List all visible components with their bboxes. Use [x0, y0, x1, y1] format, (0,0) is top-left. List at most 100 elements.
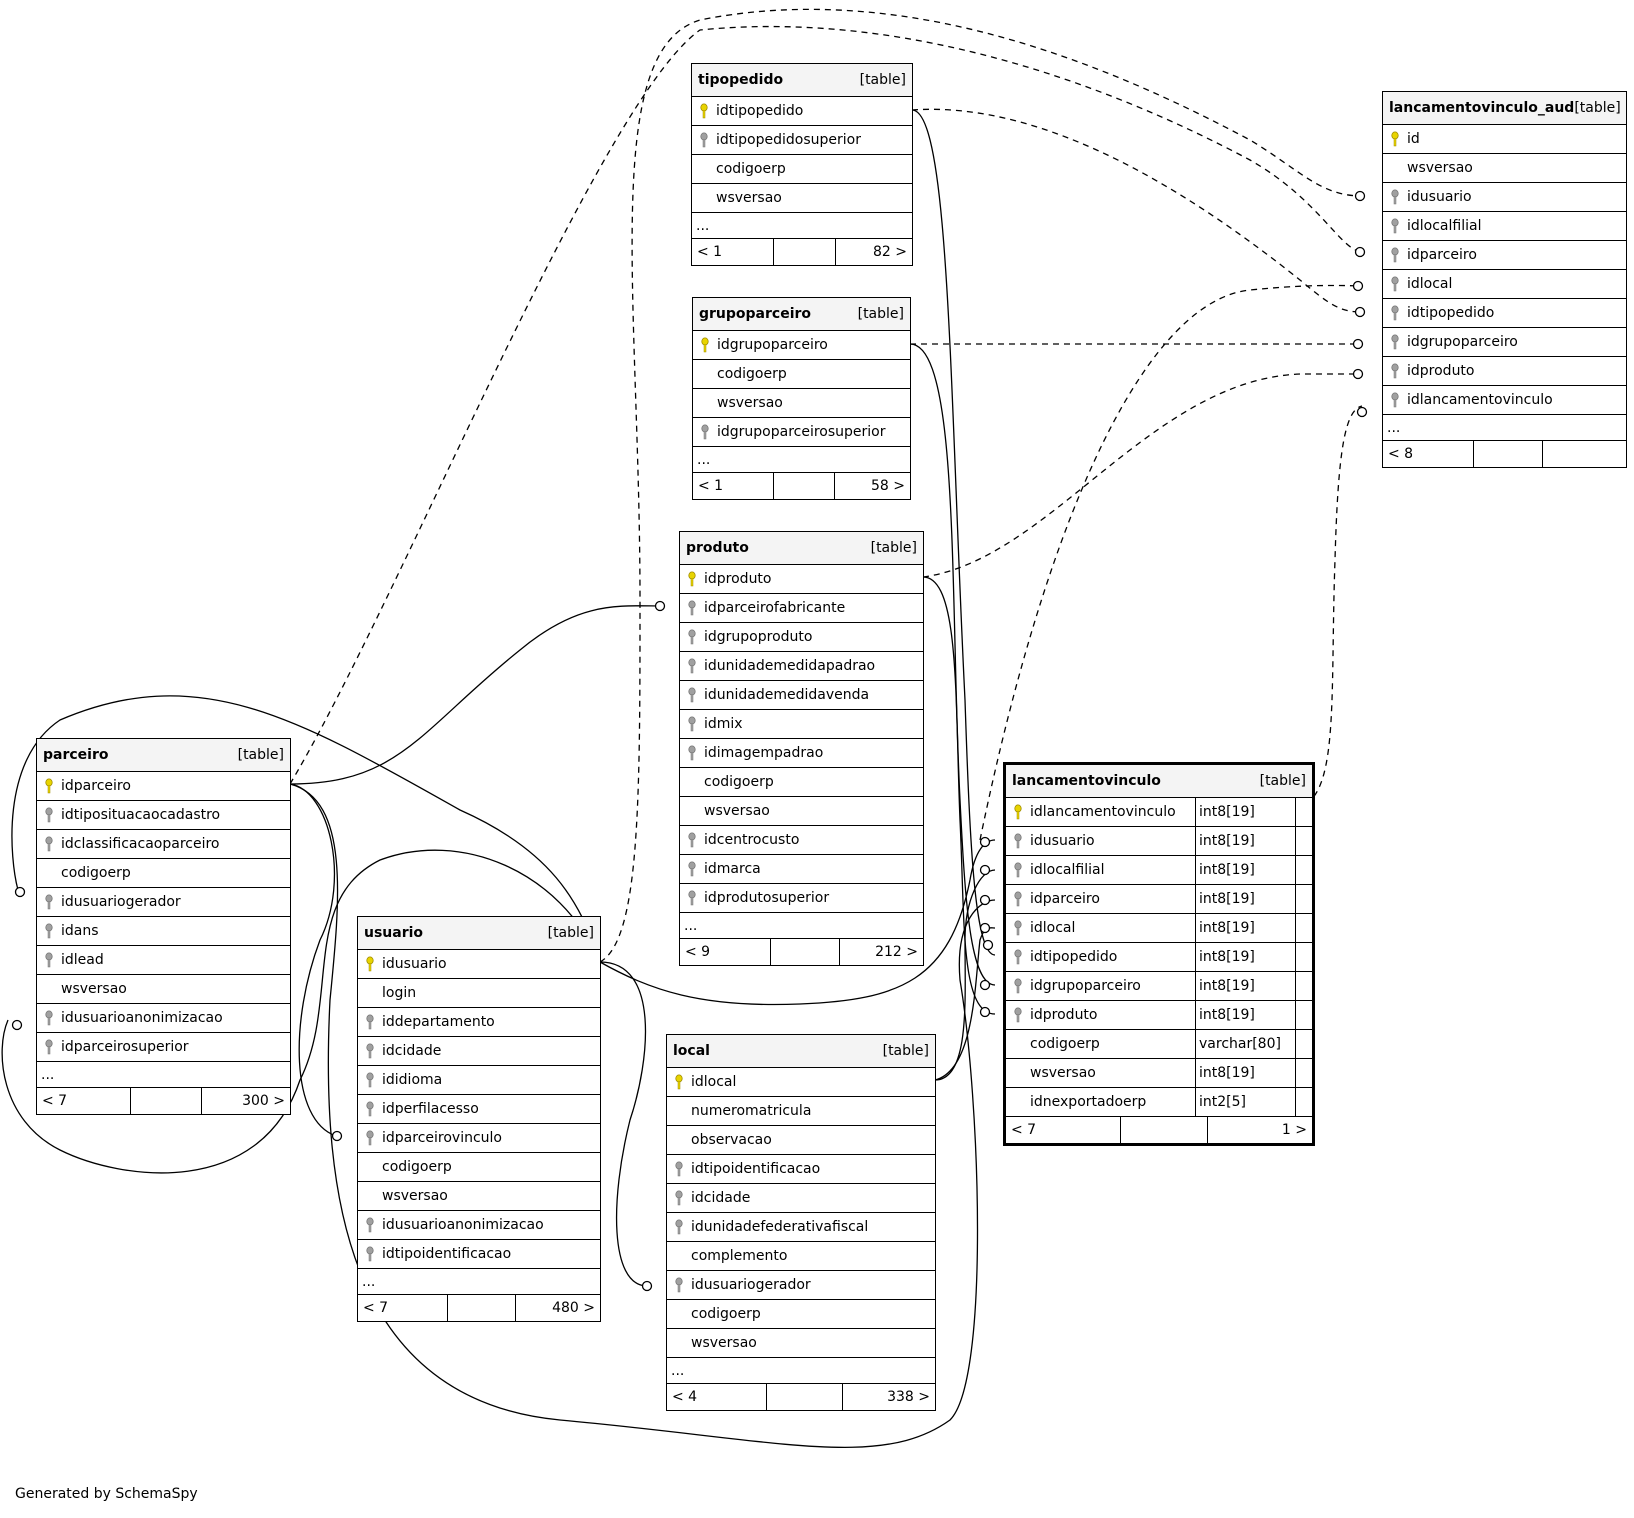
table-header[interactable]: lancamentovinculo[table]: [1006, 765, 1312, 797]
table-header[interactable]: parceiro[table]: [37, 739, 290, 771]
column-row[interactable]: iddepartamento: [358, 1007, 600, 1036]
table-header[interactable]: grupoparceiro[table]: [693, 298, 910, 330]
column-row[interactable]: idparceirofabricante: [680, 593, 923, 622]
column-row[interactable]: idusuarioanonimizacao: [37, 1003, 290, 1032]
column-row[interactable]: observacao: [667, 1125, 935, 1154]
column-row[interactable]: codigoerp: [693, 359, 910, 388]
child-count[interactable]: [1543, 441, 1626, 467]
column-row[interactable]: codigoerp: [667, 1299, 935, 1328]
column-row[interactable]: idparceirosuperior: [37, 1032, 290, 1061]
table-header[interactable]: tipopedido[table]: [692, 64, 912, 96]
column-row[interactable]: idproduto: [680, 564, 923, 593]
column-row[interactable]: wsversao: [667, 1328, 935, 1357]
column-row[interactable]: idparceirovinculo: [358, 1123, 600, 1152]
column-row[interactable]: idunidademedidavenda: [680, 680, 923, 709]
column-row[interactable]: idparceiro: [37, 771, 290, 800]
parent-count[interactable]: < 7: [1006, 1117, 1121, 1143]
child-count[interactable]: 338 >: [887, 1389, 930, 1405]
column-row[interactable]: idunidadefederativafiscal: [667, 1212, 935, 1241]
column-row[interactable]: idans: [37, 916, 290, 945]
column-row[interactable]: codigoerp: [692, 154, 912, 183]
column-row[interactable]: wsversao: [693, 388, 910, 417]
parent-count[interactable]: < 1: [692, 239, 774, 265]
column-row[interactable]: idcidade: [667, 1183, 935, 1212]
column-row[interactable]: idimagempadrao: [680, 738, 923, 767]
column-row[interactable]: idmix: [680, 709, 923, 738]
column-row[interactable]: idlead: [37, 945, 290, 974]
child-count[interactable]: 1 >: [1281, 1122, 1307, 1138]
column-row[interactable]: idusuariogerador: [37, 887, 290, 916]
column-row[interactable]: idusuariogerador: [667, 1270, 935, 1299]
column-row[interactable]: idperfilacesso: [358, 1094, 600, 1123]
column-row[interactable]: idlancamentovinculo: [1383, 385, 1626, 414]
column-row[interactable]: idcidade: [358, 1036, 600, 1065]
column-row[interactable]: idlocal: [667, 1067, 935, 1096]
child-count[interactable]: 82 >: [873, 244, 907, 260]
parent-count[interactable]: < 8: [1383, 441, 1474, 467]
column-row[interactable]: wsversao: [37, 974, 290, 1003]
column-row[interactable]: idtiposituacaocadastro: [37, 800, 290, 829]
table-header[interactable]: produto[table]: [680, 532, 923, 564]
column-row[interactable]: codigoerp: [358, 1152, 600, 1181]
table-lancamentovinculo[interactable]: lancamentovinculo[table]idlancamentovinc…: [1003, 762, 1315, 1146]
column-row[interactable]: idusuarioanonimizacao: [358, 1210, 600, 1239]
child-count[interactable]: 58 >: [871, 478, 905, 494]
parent-count[interactable]: < 7: [37, 1088, 131, 1114]
column-row[interactable]: idcentrocusto: [680, 825, 923, 854]
table-header[interactable]: lancamentovinculo_aud[table]: [1383, 92, 1626, 124]
parent-count[interactable]: < 9: [680, 939, 771, 965]
column-row[interactable]: idgrupoparceirosuperior: [693, 417, 910, 446]
column-row[interactable]: idclassificacaoparceiro: [37, 829, 290, 858]
column-row[interactable]: idtipoidentificacao: [667, 1154, 935, 1183]
column-row[interactable]: wsversao: [358, 1181, 600, 1210]
column-row[interactable]: idgrupoparceiro: [693, 330, 910, 359]
column-row[interactable]: idtipopedidosuperior: [692, 125, 912, 154]
column-row[interactable]: idlocal: [1383, 269, 1626, 298]
column-row[interactable]: login: [358, 978, 600, 1007]
column-row[interactable]: ididioma: [358, 1065, 600, 1094]
child-count[interactable]: 212 >: [875, 944, 918, 960]
more-columns-indicator[interactable]: ...: [692, 212, 912, 238]
column-row[interactable]: idparceiro: [1383, 240, 1626, 269]
column-row[interactable]: codigoerp: [680, 767, 923, 796]
column-row[interactable]: idmarca: [680, 854, 923, 883]
more-columns-indicator[interactable]: ...: [37, 1061, 290, 1087]
column-row[interactable]: numeromatricula: [667, 1096, 935, 1125]
child-count[interactable]: 300 >: [242, 1093, 285, 1109]
column-row[interactable]: idusuario: [358, 949, 600, 978]
column-row[interactable]: idprodutosuperior: [680, 883, 923, 912]
column-row[interactable]: idgrupoproduto: [680, 622, 923, 651]
more-columns-indicator[interactable]: ...: [680, 912, 923, 938]
column-row[interactable]: idtipopedido: [1383, 298, 1626, 327]
column-row[interactable]: idproduto: [1383, 356, 1626, 385]
column-row[interactable]: wsversao: [1383, 153, 1626, 182]
column-row[interactable]: idtipopedido: [692, 96, 912, 125]
column-row[interactable]: idtipoidentificacao: [358, 1239, 600, 1268]
more-columns-indicator[interactable]: ...: [667, 1357, 935, 1383]
column-row[interactable]: idusuario: [1383, 182, 1626, 211]
parent-count[interactable]: < 4: [667, 1384, 767, 1410]
column-row[interactable]: idgrupoparceiro: [1383, 327, 1626, 356]
column-row[interactable]: wsversao: [680, 796, 923, 825]
table-header[interactable]: local[table]: [667, 1035, 935, 1067]
more-columns-indicator[interactable]: ...: [693, 446, 910, 472]
more-columns-indicator[interactable]: ...: [358, 1268, 600, 1294]
column-row[interactable]: complemento: [667, 1241, 935, 1270]
